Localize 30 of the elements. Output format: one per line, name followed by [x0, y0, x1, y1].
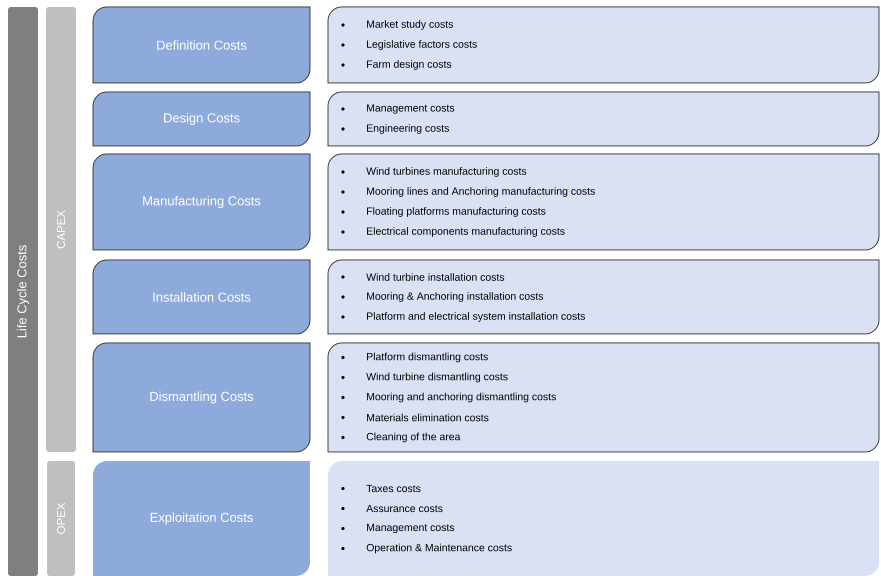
cost-box: Design Costs: [92, 92, 310, 146]
list-item: Engineering costs: [341, 124, 449, 134]
list-item: Wind turbines manufacturing costs: [341, 167, 526, 177]
list-item: Taxes costs: [341, 484, 420, 492]
list-item: Cleaning of the area: [341, 432, 460, 442]
phase-band: CAPEX: [46, 7, 76, 452]
list-item: Mooring and anchoring dismantling costs: [341, 392, 556, 402]
list-item: Assurance costs: [341, 504, 443, 512]
list-item: Farm design costs: [341, 60, 452, 70]
cost-box: Dismantling Costs: [92, 342, 310, 452]
list-item: Platform dismantling costs: [341, 352, 488, 362]
list-item: Operation & Maintenance costs: [341, 544, 512, 554]
list-item: Market study costs: [341, 20, 453, 30]
cost-box: Installation Costs: [92, 260, 310, 334]
cost-box: Exploitation Costs: [93, 460, 310, 576]
list-item: Platform and electrical system installation costs: [341, 312, 585, 322]
list-item: Wind turbine installation costs: [341, 273, 504, 281]
list-item: Wind turbine dismantling costs: [341, 372, 508, 382]
list-item: Legislative factors costs: [341, 40, 477, 50]
lifecycle-band: Life Cycle Costs: [8, 7, 38, 576]
list-item: Floating platforms manufacturing costs: [341, 207, 546, 217]
list-item: Management costs: [341, 524, 454, 534]
phase-band: OPEX: [47, 460, 75, 576]
list-item: Mooring lines and Anchoring manufacturing costs: [341, 187, 595, 197]
cost-box: Manufacturing Costs: [92, 154, 310, 250]
list-item: Management costs: [341, 104, 454, 114]
cost-box: Definition Costs: [92, 6, 310, 84]
list-item: Mooring & Anchoring installation costs: [341, 292, 544, 302]
list-item: Materials elimination costs: [341, 414, 488, 422]
list-item: Electrical components manufacturing costs: [341, 227, 565, 237]
